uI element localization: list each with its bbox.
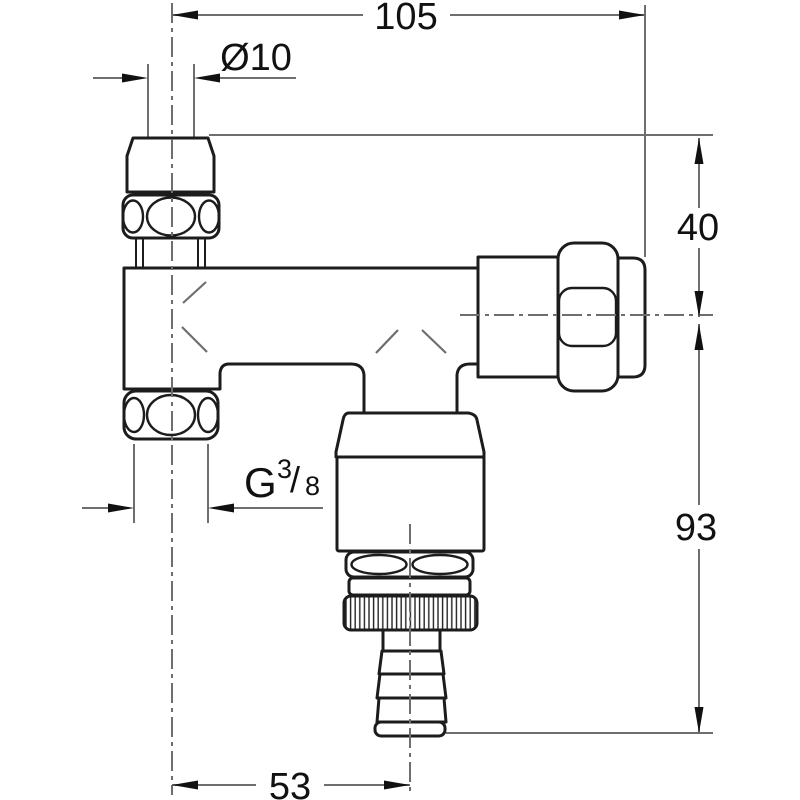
thread-label-denominator: 8	[305, 471, 320, 501]
dimension-lower-height: 93	[446, 324, 717, 734]
right-outlet-nut	[556, 241, 620, 393]
right-outlet-cylinder	[476, 255, 560, 379]
dimension-bottom-width: 53	[172, 766, 410, 800]
centerlines	[171, 3, 713, 795]
flow-axis-diagonal-marks	[181, 281, 447, 354]
thread-label-prefix: G	[244, 459, 277, 506]
valve-drawing	[121, 64, 647, 738]
right-outlet	[476, 241, 647, 393]
dimension-upper-height: 40	[209, 134, 719, 317]
top-inlet-fitting	[125, 136, 216, 194]
hose-barb	[373, 628, 448, 738]
thread-label-slash: /	[290, 459, 300, 500]
top-thread-shank	[135, 238, 206, 268]
dimension-top-width: 105	[172, 0, 646, 257]
thread-label: G 3 / 8	[244, 454, 320, 506]
dim-label-53: 53	[269, 766, 311, 800]
dim-label-40: 40	[677, 207, 719, 249]
valve-main-body	[122, 266, 480, 418]
right-outlet-end-cap	[616, 256, 647, 379]
dimension-thread-g38: G 3 / 8	[82, 444, 323, 523]
dim-label-105: 105	[374, 0, 437, 38]
dim-label-diameter-10: Ø10	[220, 37, 292, 79]
bottom-collar	[334, 411, 486, 459]
thread-label-numerator: 3	[277, 454, 292, 484]
right-outlet-nut-facet	[557, 286, 618, 348]
dimension-pipe-diameter: Ø10	[93, 37, 296, 83]
dim-label-93: 93	[675, 507, 717, 549]
